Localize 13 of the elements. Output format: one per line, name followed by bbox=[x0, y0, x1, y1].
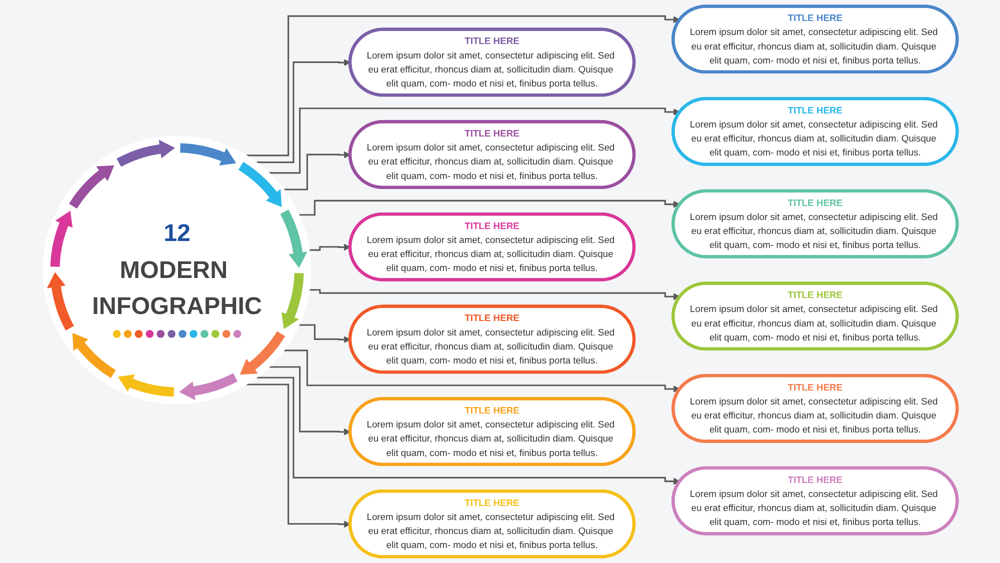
arrow bbox=[256, 59, 350, 164]
arrow bbox=[309, 244, 350, 251]
arrow bbox=[298, 324, 350, 343]
arrow bbox=[284, 350, 680, 392]
arrow bbox=[309, 289, 680, 300]
arrow bbox=[268, 366, 350, 436]
arrow bbox=[284, 151, 350, 190]
arrow bbox=[246, 15, 680, 156]
arrow bbox=[298, 200, 680, 216]
node-circle: 12 MODERN INFOGRAPHIC bbox=[42, 136, 312, 404]
arrow bbox=[246, 384, 350, 528]
arrow bbox=[256, 376, 680, 485]
arrow bbox=[268, 108, 680, 174]
